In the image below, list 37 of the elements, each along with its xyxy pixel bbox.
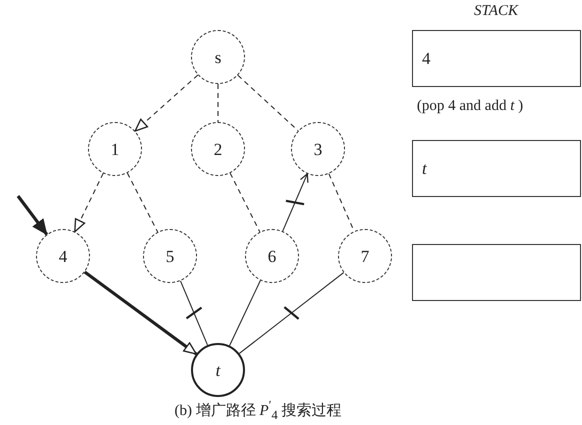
vertex-circle <box>36 229 90 283</box>
vertex-circle <box>191 343 245 397</box>
node-label: 7 <box>360 248 370 264</box>
node-label: 1 <box>110 140 120 158</box>
vertex-circle <box>245 229 299 283</box>
node-label: 3 <box>314 140 322 158</box>
figure-caption: (b) 增广路径 P$^{′}$$_{4}$ 搜索过程 <box>174 398 342 423</box>
node-label: 5 <box>166 248 174 264</box>
stack-box <box>412 30 581 87</box>
pointer-arrow <box>16 195 48 236</box>
connector-line <box>229 280 261 346</box>
connector-line <box>238 272 344 354</box>
node-label: 6 <box>268 248 276 264</box>
node-label: 2 <box>214 140 222 158</box>
vertex-circle <box>338 229 392 283</box>
stack-note: (pop 4 and add t ) <box>416 98 524 115</box>
connector-line <box>237 74 299 132</box>
arrow <box>74 172 104 232</box>
node-label: s <box>214 48 222 66</box>
node-label: t <box>422 160 427 177</box>
node-label: 4 <box>422 50 430 67</box>
arrow <box>134 74 198 132</box>
vertex-circle <box>191 122 245 176</box>
connector-line <box>230 172 260 232</box>
vertex-circle <box>88 122 142 176</box>
connector-line <box>126 172 158 232</box>
vertex-circle <box>143 229 197 283</box>
arrow <box>84 270 198 356</box>
stack-heading: STACK <box>474 3 518 20</box>
vertex-circle <box>191 30 245 84</box>
stack-box <box>412 140 581 197</box>
node-label: t <box>216 362 220 378</box>
connector-line <box>180 280 208 346</box>
node-label: 4 <box>58 248 68 264</box>
empty-stack-box <box>412 244 581 301</box>
arrow <box>282 173 308 232</box>
vertex-circle <box>291 122 345 176</box>
